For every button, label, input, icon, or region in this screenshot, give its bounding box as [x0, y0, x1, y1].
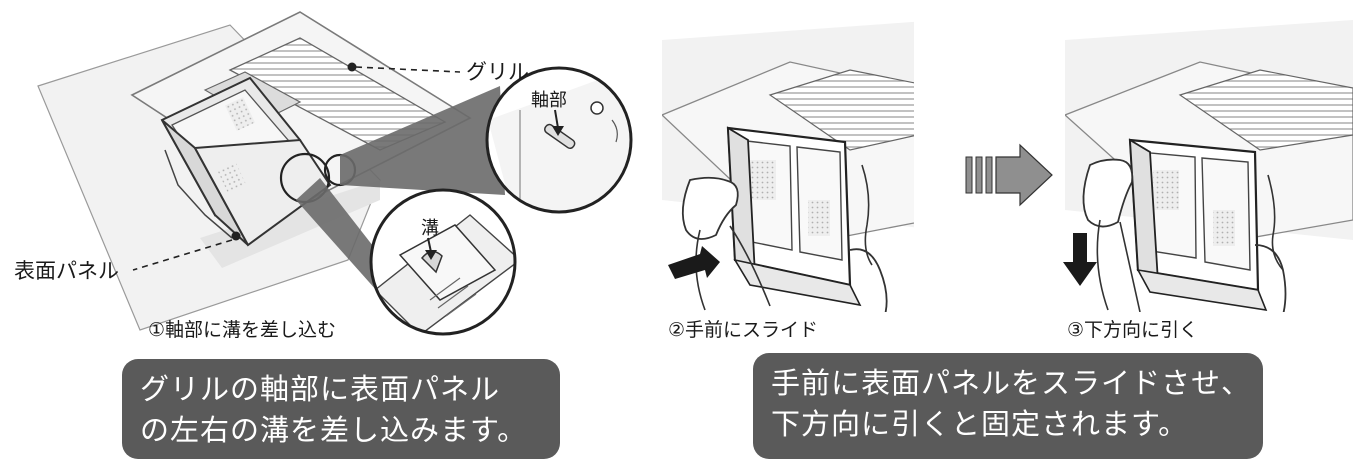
- instruction-left-line2: の左右の溝を差し込みます。: [140, 413, 528, 447]
- transition-arrow: [965, 143, 1053, 207]
- left-hand-step2: [681, 176, 739, 240]
- scene-step3: [1065, 20, 1353, 312]
- groove-label: 溝: [421, 218, 439, 239]
- instruction-right-line1: 手前に表面パネルをスライドさせ、: [771, 366, 1252, 400]
- grille-label: グリル: [466, 60, 529, 84]
- scene-step1: [37, 11, 633, 336]
- surface-panel-hanging: [160, 76, 332, 247]
- instruction-left-line1: グリルの軸部に表面パネル: [140, 372, 501, 406]
- scene-step2: [662, 21, 914, 312]
- right-hand-step2: [849, 248, 888, 312]
- shaft-label: 軸部: [531, 90, 567, 111]
- step2-caption: ②手前にスライド: [668, 319, 819, 341]
- step3-caption: ③下方向に引く: [1067, 319, 1199, 341]
- surface-panel-label: 表面パネル: [14, 259, 119, 283]
- instruction-right-line2: 下方向に引くと固定されます。: [771, 407, 1189, 441]
- left-hand-step3: [1082, 158, 1134, 228]
- step1-caption: ①軸部に溝を差し込む: [148, 319, 337, 341]
- zoom-shaft-detail: [485, 66, 633, 214]
- zoom-groove-detail: [369, 188, 517, 336]
- instruction-box-right: 手前に表面パネルをスライドさせ、 下方向に引くと固定されます。: [753, 353, 1263, 459]
- instruction-box-left: グリルの軸部に表面パネル の左右の溝を差し込みます。: [122, 359, 560, 459]
- pull-down-arrow: [1063, 233, 1097, 286]
- slide-arrow: [668, 246, 720, 279]
